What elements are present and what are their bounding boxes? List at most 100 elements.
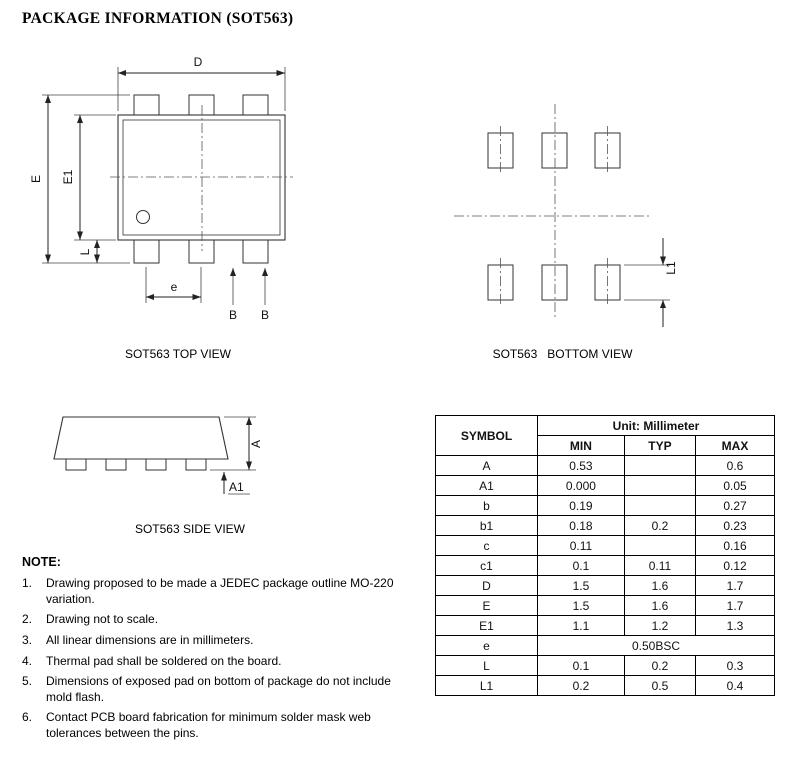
- typ-cell: 1.6: [623, 575, 697, 596]
- bottom-view-caption: SOT563 BOTTOM VIEW: [492, 347, 633, 361]
- b-label-left: B: [229, 308, 237, 322]
- page-title: PACKAGE INFORMATION (SOT563): [22, 10, 294, 27]
- symbol-cell: L1: [435, 675, 538, 696]
- pin1-indicator: [136, 210, 150, 224]
- min-cell: 0.19: [537, 495, 625, 516]
- note-item: 3. All linear dimensions are in millimet…: [22, 633, 418, 649]
- typ-cell: 0.5: [623, 675, 697, 696]
- note-item: 2. Drawing not to scale.: [22, 612, 418, 628]
- dim-label-D: D: [194, 55, 203, 69]
- typ-cell: [623, 455, 697, 476]
- span-cell: 0.50BSC: [537, 635, 775, 656]
- note-text: Drawing proposed to be made a JEDEC pack…: [46, 576, 394, 606]
- min-cell: 0.1: [537, 555, 625, 576]
- sot563-side-view-drawing: A A1: [53, 416, 263, 495]
- note-number: 5.: [22, 674, 33, 689]
- note-text: Drawing not to scale.: [46, 612, 159, 627]
- min-cell: 1.5: [537, 575, 625, 596]
- note-text: Contact PCB board fabrication for minimu…: [46, 710, 371, 740]
- max-cell: 0.12: [695, 555, 775, 576]
- dim-label-A1: A1: [229, 480, 244, 494]
- min-cell: 0.000: [537, 475, 625, 496]
- package-body-outline: [117, 114, 286, 241]
- max-cell: 0.16: [695, 535, 775, 556]
- min-header: MIN: [537, 435, 625, 456]
- note-item: 1. Drawing proposed to be made a JEDEC p…: [22, 576, 418, 607]
- min-cell: 1.5: [537, 595, 625, 616]
- typ-cell: [623, 535, 697, 556]
- note-text: Dimensions of exposed pad on bottom of p…: [46, 674, 391, 704]
- typ-cell: 1.2: [623, 615, 697, 636]
- b-label-right: B: [261, 308, 269, 322]
- note-number: 6.: [22, 710, 33, 725]
- sot563-bottom-view-drawing: L1: [454, 104, 678, 327]
- max-cell: 0.27: [695, 495, 775, 516]
- note-number: 3.: [22, 633, 33, 648]
- package-pins: [133, 94, 269, 264]
- max-cell: 0.05: [695, 475, 775, 496]
- symbol-cell: A: [435, 455, 538, 476]
- min-cell: 0.11: [537, 535, 625, 556]
- typ-cell: [623, 475, 697, 496]
- typ-cell: 0.11: [623, 555, 697, 576]
- top-view-caption: SOT563 TOP VIEW: [124, 347, 232, 361]
- max-cell: 0.4: [695, 675, 775, 696]
- min-cell: 0.53: [537, 455, 625, 476]
- notes-section: NOTE: 1. Drawing proposed to be made a J…: [22, 554, 418, 747]
- note-text: All linear dimensions are in millimeters…: [46, 633, 254, 648]
- typ-cell: 0.2: [623, 515, 697, 536]
- max-cell: 1.7: [695, 595, 775, 616]
- dim-label-E: E: [29, 175, 43, 183]
- table-subheader-row: MIN TYP MAX: [436, 435, 775, 456]
- symbol-cell: e: [435, 635, 538, 656]
- typ-header: TYP: [623, 435, 697, 456]
- max-cell: 0.23: [695, 515, 775, 536]
- symbol-cell: E1: [435, 615, 538, 636]
- note-item: 6. Contact PCB board fabrication for min…: [22, 710, 418, 741]
- min-cell: 0.18: [537, 515, 625, 536]
- dim-label-L1: L1: [664, 261, 678, 275]
- min-cell: 1.1: [537, 615, 625, 636]
- note-item: 4. Thermal pad shall be soldered on the …: [22, 654, 418, 670]
- symbol-header: SYMBOL: [435, 415, 538, 456]
- typ-cell: 1.6: [623, 595, 697, 616]
- dim-label-e: e: [171, 280, 178, 294]
- dim-label-E1: E1: [61, 169, 75, 184]
- symbol-cell: c1: [435, 555, 538, 576]
- typ-cell: 0.2: [623, 655, 697, 676]
- sot563-top-view-drawing: D E E1 L e B B: [29, 55, 293, 322]
- package-body-profile: [53, 416, 229, 460]
- min-cell: 0.1: [537, 655, 625, 676]
- symbol-cell: L: [435, 655, 538, 676]
- note-number: 4.: [22, 653, 33, 668]
- table-header-row: SYMBOL Unit: Millimeter: [435, 415, 775, 456]
- symbol-cell: c: [435, 535, 538, 556]
- max-cell: 1.3: [695, 615, 775, 636]
- note-text: Thermal pad shall be soldered on the boa…: [46, 653, 282, 668]
- unit-header: Unit: Millimeter: [537, 415, 775, 436]
- max-cell: 0.6: [695, 455, 775, 476]
- side-view-caption: SOT563 SIDE VIEW: [134, 522, 246, 536]
- dim-label-L: L: [78, 248, 92, 255]
- note-number: 2.: [22, 612, 33, 627]
- note-number: 1.: [22, 576, 33, 591]
- max-cell: 0.3: [695, 655, 775, 676]
- symbol-cell: b1: [435, 515, 538, 536]
- package-body-inner: [122, 119, 281, 236]
- typ-cell: [623, 495, 697, 516]
- package-leads: [65, 458, 207, 471]
- symbol-cell: b: [435, 495, 538, 516]
